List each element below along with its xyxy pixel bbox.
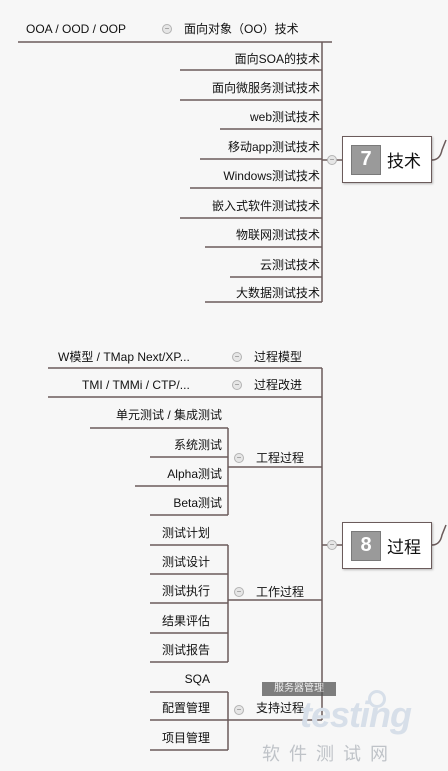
engineering-item-3: Beta测试 [173,496,222,510]
improvement-label: 过程改进 [254,378,303,392]
model-collapse-icon[interactable]: − [232,352,242,362]
watermark-subtitle: 软件测试网 [262,744,397,764]
improvement-collapse-icon[interactable]: − [232,380,242,390]
work-item-4: 测试报告 [161,643,210,657]
support-item-1: 配置管理 [161,701,210,715]
improvement-child-label: TMI / TMMi / CTP/... [82,378,190,392]
engineering-item-2: Alpha测试 [167,467,222,481]
tech-item-2: web测试技术 [249,110,320,124]
process-number-badge: 8 [351,530,381,561]
work-collapse-icon[interactable]: − [234,587,244,597]
work-label: 工作过程 [256,585,305,599]
support-item-2: 项目管理 [161,731,210,745]
support-collapse-icon[interactable]: − [234,705,244,715]
model-label: 过程模型 [254,350,303,364]
tech-number-badge: 7 [351,144,381,175]
work-item-0: 测试计划 [161,526,210,540]
support-item-0: SQA [184,672,210,686]
engineering-label: 工程过程 [256,451,305,465]
tech-item-3: 移动app测试技术 [227,140,320,154]
engineering-item-1: 系统测试 [173,438,222,452]
tech-collapse-icon[interactable]: − [327,155,337,165]
process-main-title: 过程 [387,538,421,557]
tech-main-node[interactable]: 7 技术 [342,136,432,183]
tech-item-6: 物联网测试技术 [235,228,320,242]
engineering-item-0: 单元测试 / 集成测试 [115,408,222,422]
watermark-logo: testing [300,694,412,735]
engineering-collapse-icon[interactable]: − [234,453,244,463]
process-main-node[interactable]: 8 过程 [342,522,432,569]
tech-item-4: Windows测试技术 [223,169,320,183]
tech-item-5: 嵌入式软件测试技术 [211,199,320,213]
watermark-bar: 服务器管理 [262,682,336,696]
tech-item-1: 面向微服务测试技术 [211,81,320,95]
process-collapse-icon[interactable]: − [327,540,337,550]
model-child-label: W模型 / TMap Next/XP... [58,350,190,364]
tech-item-8: 大数据测试技术 [235,286,320,300]
tech-item-7: 云测试技术 [259,258,320,272]
support-label: 支持过程 [256,701,305,715]
oo-group-label: 面向对象（OO）技术 [184,22,299,36]
work-item-2: 测试执行 [161,584,210,598]
watermark-ring-icon [368,690,386,708]
oo-child-label: OOA / OOD / OOP [26,22,127,36]
tech-main-title: 技术 [387,152,421,171]
oo-collapse-icon[interactable]: − [162,24,172,34]
work-item-3: 结果评估 [161,614,210,628]
tech-item-0: 面向SOA的技术 [234,52,320,66]
work-item-1: 测试设计 [161,555,210,569]
